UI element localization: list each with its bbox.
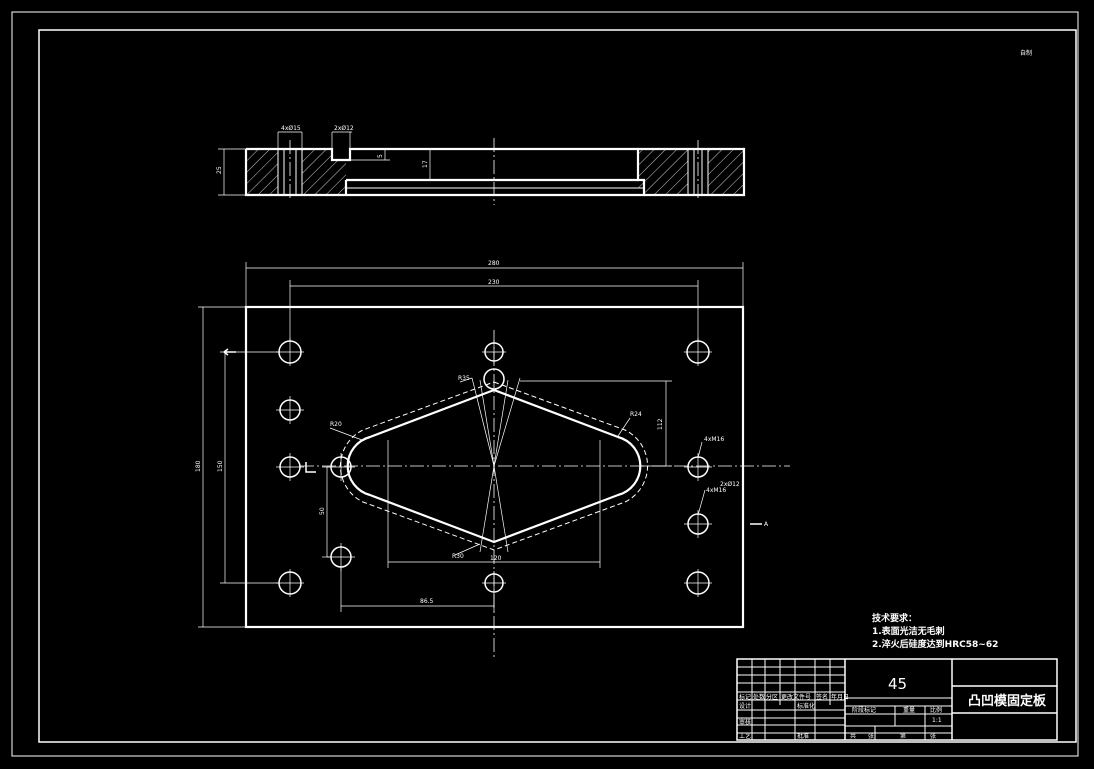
hole-center-marks	[276, 338, 712, 597]
top-note-2: 2xØ12	[334, 125, 354, 132]
tb-count: 处数	[753, 693, 765, 701]
tb-sheet-label: 张	[930, 732, 936, 740]
dim-cutout-width: 120	[490, 555, 502, 562]
dim-overall-height: 180	[195, 460, 202, 472]
dim-hole-spacing-x: 230	[488, 279, 500, 286]
radius-r35: R35	[458, 375, 470, 382]
tb-sheets-total: 共	[850, 732, 856, 740]
leader	[454, 543, 481, 556]
radius-r30: R30	[452, 553, 464, 560]
dim-pocket-depth: 17	[422, 160, 429, 168]
section-hatch-left-1	[246, 149, 278, 195]
tb-designer: 设计	[739, 702, 751, 710]
dim-thickness: 25	[216, 166, 223, 174]
radius-r20: R20	[330, 421, 342, 428]
tb-process: 工艺	[739, 732, 751, 740]
tb-zone: 分区	[766, 693, 778, 701]
title-block: 标记 处数 分区 更改文件号 签名 年月日 设计 标准化 审核 工艺 批准 阶段…	[736, 658, 1058, 741]
plan-view: A 280 230 180 150 112 120 86.5	[195, 260, 790, 658]
tb-approve: 批准	[797, 732, 809, 740]
leader	[459, 377, 473, 383]
tb-change-doc: 更改文件号	[781, 693, 811, 701]
hole-callout-1: 4xM16	[704, 436, 724, 443]
section-hatch-right-2	[708, 149, 744, 195]
tb-signature: 签名	[816, 693, 828, 701]
section-hatch-right-1	[638, 149, 688, 195]
leader	[697, 441, 703, 459]
leader	[617, 417, 631, 437]
leader	[329, 427, 363, 441]
section-arrow-mid	[305, 462, 316, 473]
hole-callout-3: 2xØ12	[720, 481, 740, 488]
section-view: 25 17 5 4xØ15 2xØ12	[216, 125, 746, 205]
tb-standardize: 标准化	[797, 702, 815, 710]
tb-scale: 比例	[930, 706, 942, 714]
section-hatch-left-2	[302, 149, 332, 195]
cutout-outline	[346, 388, 642, 544]
dim-cutout-height: 112	[657, 418, 664, 430]
dim-offset-x: 86.5	[420, 598, 434, 605]
dim-hole-spacing-y: 150	[217, 460, 224, 472]
corner-mark: 自制	[1020, 49, 1032, 57]
hole-callout-2: 4xM16	[706, 487, 726, 494]
tb-stage-mark: 阶段标记	[852, 706, 876, 714]
plate-outline	[244, 305, 745, 629]
construction-line	[471, 377, 495, 467]
technical-notes: 技术要求： 1.表面光洁无毛刺 2.淬火后硅度达到HRC58~62	[872, 612, 998, 650]
section-hatch-left-3	[332, 160, 346, 195]
notes-heading: 技术要求：	[872, 612, 917, 624]
tb-mark: 标记	[739, 693, 751, 701]
dim-step-depth: 5	[377, 154, 384, 158]
tb-date: 年月日	[831, 693, 849, 701]
construction-line	[493, 377, 521, 467]
pin-hole	[483, 368, 505, 390]
dim-offset-y: 50	[319, 507, 326, 515]
tb-sheet-no: 第	[900, 732, 906, 740]
cutout-offset-outline	[340, 381, 648, 551]
tb-weight: 重量	[903, 706, 915, 714]
section-label-A: A	[764, 521, 769, 528]
leader	[697, 489, 706, 516]
tb-left-grid	[737, 659, 845, 740]
dim-overall-width: 280	[488, 260, 500, 267]
top-note-1: 4xØ15	[281, 125, 301, 132]
notes-line-2: 2.淬火后硅度达到HRC58~62	[872, 638, 998, 650]
tb-material: 45	[888, 675, 907, 693]
notes-line-1: 1.表面光洁无毛刺	[872, 625, 945, 637]
tb-scale-value: 1:1	[932, 717, 942, 724]
inner-frame	[38, 29, 1077, 743]
tb-sheet: 张	[868, 732, 874, 740]
radius-r24: R24	[630, 411, 642, 418]
outer-frame	[11, 11, 1079, 757]
tb-reviewer: 审核	[739, 718, 751, 726]
tb-part-name: 凸凹模固定板	[968, 693, 1047, 709]
